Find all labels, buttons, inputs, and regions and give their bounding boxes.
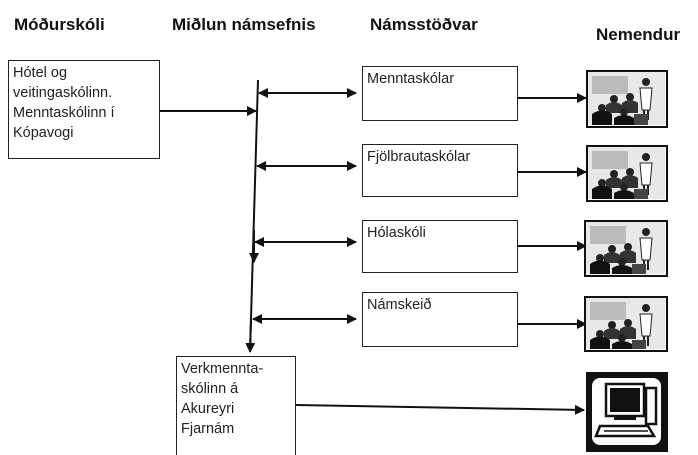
distance-arrow xyxy=(295,404,585,415)
distance-learning-box: Verkmennta- skólinn á Akureyri Fjarnám xyxy=(176,356,296,455)
classroom-icon xyxy=(584,296,668,352)
center-label: Menntaskólar xyxy=(367,71,455,87)
center-box-menntaskolar: Menntaskólar xyxy=(362,66,518,121)
computer-icon xyxy=(586,372,668,452)
center-box-namskeid: Námskeið xyxy=(362,292,518,347)
spine-arrow-2 xyxy=(245,319,256,353)
center-label: Hólaskóli xyxy=(367,225,426,241)
distance-line: skólinn á xyxy=(181,381,239,397)
distance-line: Akureyri xyxy=(181,401,235,417)
header-students: Nemendur xyxy=(596,25,681,44)
center-box-fjolbrautaskolar: Fjölbrautaskólar xyxy=(362,144,518,197)
source-line: Menntaskólinn í xyxy=(13,105,115,121)
center-box-holaskoli: Hólaskóli xyxy=(362,220,518,273)
center-label: Fjölbrautaskólar xyxy=(367,149,471,165)
header-distribution: Miðlun námsefnis xyxy=(172,15,316,34)
header-study-centers: Námsstöðvar xyxy=(370,15,478,34)
distance-line: Verkmennta- xyxy=(181,361,264,377)
source-line: veitingaskólinn. xyxy=(13,85,113,101)
spine-line xyxy=(249,79,259,353)
classroom-icon xyxy=(586,70,668,128)
header-source-school: Móðurskóli xyxy=(14,15,105,34)
source-line: Kópavogi xyxy=(13,125,74,141)
source-line: Hótel og xyxy=(13,65,68,81)
distance-line: Fjarnám xyxy=(181,421,235,437)
classroom-icon xyxy=(586,145,668,202)
center-label: Námskeið xyxy=(367,297,432,313)
classroom-icon xyxy=(584,220,668,277)
source-school-box: Hótel og veitingaskólinn. Menntaskólinn … xyxy=(8,60,160,159)
